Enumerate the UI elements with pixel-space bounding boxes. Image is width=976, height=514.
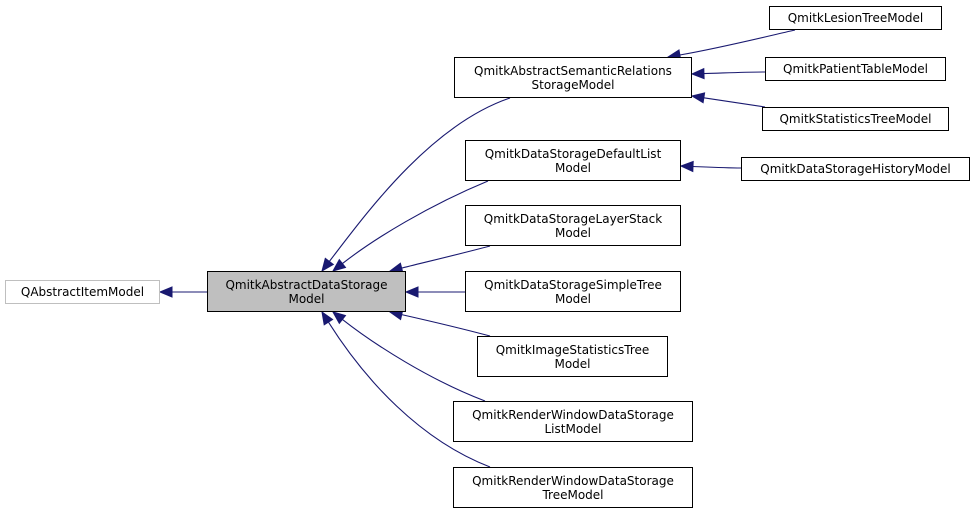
node-qmitkpatienttablemodel[interactable]: QmitkPatientTableModel bbox=[765, 57, 946, 81]
node-label: Model bbox=[554, 225, 592, 240]
edge-defaultlist-to-abstractdatastorage bbox=[342, 180, 489, 265]
node-qmitkdatastoragehistorymodel[interactable]: QmitkDataStorageHistoryModel bbox=[741, 157, 970, 181]
node-label: Model bbox=[554, 160, 592, 175]
arrowhead-abstractdatastorage bbox=[331, 311, 347, 325]
edge-imagestatistics-to-abstractdatastorage bbox=[401, 314, 491, 337]
node-label: QmitkRenderWindowDataStorage bbox=[472, 473, 674, 488]
arrowhead-abstractdatastorage bbox=[331, 258, 347, 272]
node-label: QmitkStatisticsTreeModel bbox=[779, 112, 932, 126]
arrowhead-abstractdatastorage bbox=[321, 310, 334, 326]
node-label: StorageModel bbox=[531, 77, 615, 92]
node-label: Model bbox=[288, 291, 325, 306]
arrowhead-abstractdatastorage bbox=[321, 257, 335, 273]
edge-layerstack-to-abstractdatastorage bbox=[401, 245, 491, 269]
node-label: ListModel bbox=[544, 421, 602, 436]
node-label: QmitkLesionTreeModel bbox=[787, 11, 924, 25]
node-label: Model bbox=[554, 291, 592, 306]
edge-renderwindowlist-to-abstractdatastorage bbox=[342, 318, 486, 402]
node-qmitkrenderwindowdatastoragelistmodel[interactable]: QmitkRenderWindowDataStorage ListModel bbox=[453, 401, 693, 442]
node-label: QmitkImageStatisticsTree bbox=[495, 342, 650, 357]
node-label: QmitkAbstractDataStorage bbox=[225, 277, 388, 292]
edge-renderwindowtree-to-abstractdatastorage bbox=[327, 321, 491, 468]
node-label: QmitkPatientTableModel bbox=[783, 62, 928, 76]
node-label: QmitkDataStorageSimpleTree bbox=[484, 277, 662, 292]
node-label: QmitkDataStorageHistoryModel bbox=[760, 162, 951, 176]
node-qmitkdatastoragesimpletreemodel[interactable]: QmitkDataStorageSimpleTree Model bbox=[465, 271, 681, 312]
node-label: TreeModel bbox=[542, 487, 604, 502]
node-label: QmitkRenderWindowDataStorage bbox=[472, 407, 674, 422]
node-qabstractitemmodel[interactable]: QAbstractItemModel bbox=[5, 280, 160, 304]
node-qmitkabstractdatastoragemodel[interactable]: QmitkAbstractDataStorage Model bbox=[207, 271, 406, 312]
edge-lesiontree-to-semanticrelations bbox=[679, 29, 796, 56]
arrowhead-qabstractitemmodel bbox=[158, 286, 173, 298]
node-label: QmitkDataStorageLayerStack bbox=[483, 211, 663, 226]
node-label: QAbstractItemModel bbox=[20, 285, 145, 299]
arrowhead-semanticrelations bbox=[690, 92, 706, 104]
node-qmitkabstractsemanticrelationsstoragemodel[interactable]: QmitkAbstractSemanticRelations StorageMo… bbox=[454, 57, 692, 98]
arrowhead-defaultlist bbox=[679, 160, 694, 173]
edge-patienttable-to-semanticrelations bbox=[703, 71, 766, 75]
arrowhead-semanticrelations bbox=[690, 67, 705, 80]
node-label: QmitkAbstractSemanticRelations bbox=[474, 63, 672, 78]
node-qmitkrenderwindowdatastoragetreemodel[interactable]: QmitkRenderWindowDataStorage TreeModel bbox=[453, 467, 693, 508]
edge-history-to-defaultlist bbox=[692, 165, 742, 169]
node-qmitkstatisticstreemodel[interactable]: QmitkStatisticsTreeModel bbox=[762, 107, 949, 131]
node-qmitkimagestatisticstreemodel[interactable]: QmitkImageStatisticsTree Model bbox=[477, 336, 668, 377]
node-label: Model bbox=[554, 356, 591, 371]
edge-semanticrelations-to-abstractdatastorage bbox=[328, 97, 511, 262]
node-qmitklesiontreemodel[interactable]: QmitkLesionTreeModel bbox=[769, 6, 942, 30]
node-qmitkdatastoragedefaultlistmodel[interactable]: QmitkDataStorageDefaultList Model bbox=[465, 140, 681, 181]
node-qmitkdatastoragelayerstackmodel[interactable]: QmitkDataStorageLayerStack Model bbox=[465, 205, 681, 246]
edge-statisticstree-to-semanticrelations bbox=[703, 97, 766, 108]
arrowhead-abstractdatastorage bbox=[404, 286, 419, 298]
node-label: QmitkDataStorageDefaultList bbox=[484, 146, 662, 161]
